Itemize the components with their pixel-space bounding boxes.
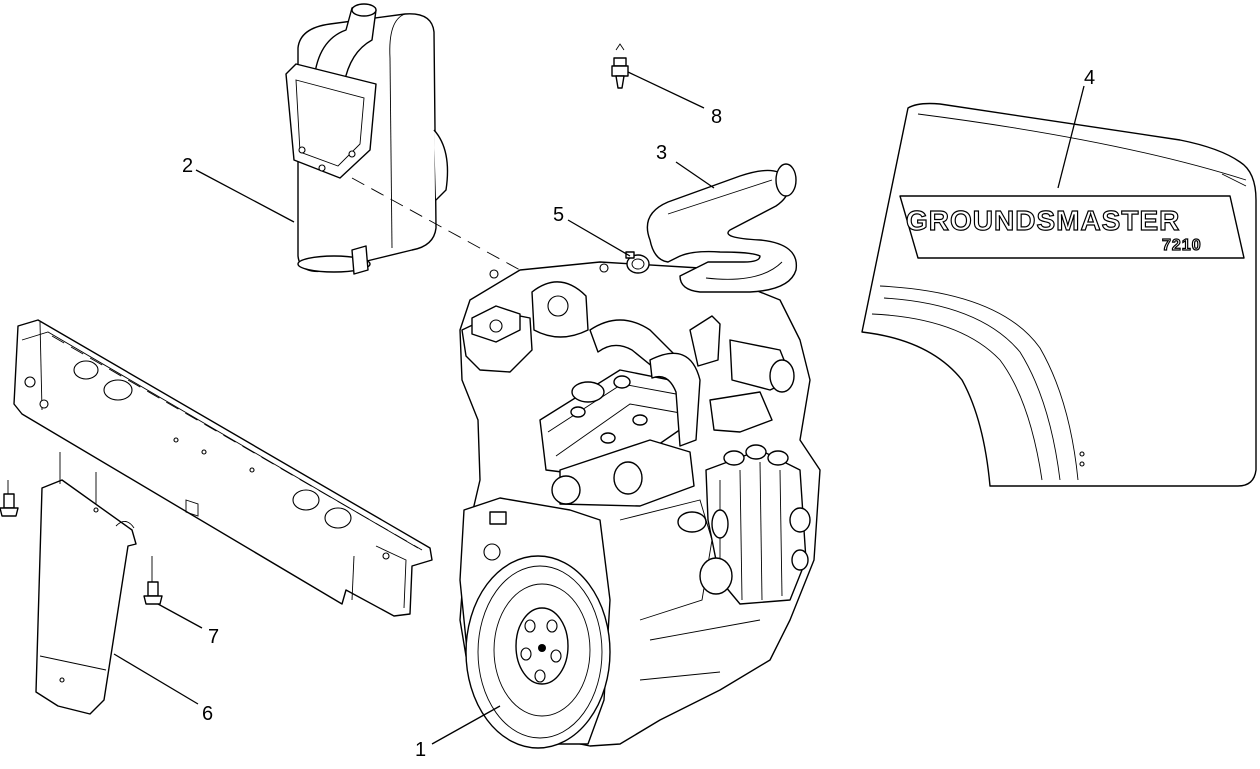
callout-5: 5 [553,204,564,226]
leader-line-1 [431,705,501,745]
hose-clamp [625,251,650,274]
leader-line-5 [567,219,631,257]
callout-6: 6 [202,703,213,725]
leader-line-2 [195,169,295,223]
callout-3: 3 [656,142,667,164]
muffler [285,3,449,275]
callout-2: 2 [182,155,193,177]
callout-7: 7 [208,626,219,648]
leader-line-6 [113,653,199,705]
decal-model-text: 7210 [1162,237,1202,254]
leader-line-8 [627,71,705,109]
callout-4: 4 [1084,67,1095,89]
callout-8: 8 [711,106,722,128]
leader-line-4 [1057,85,1085,189]
frame-rail [13,319,433,617]
temperature-sensor [611,43,629,89]
heat-shield [35,479,137,715]
callout-1: 1 [415,739,426,761]
decal-brand-text: GROUNDSMASTER [906,205,1180,236]
shield-bolts [0,452,97,517]
engine [459,261,821,749]
leader-line-7 [157,603,203,629]
bolt-part-7 [143,556,163,605]
radiator-hose [646,163,798,293]
hood-decal-panel: GROUNDSMASTER 7210 [861,102,1257,487]
leader-line-3 [675,161,715,189]
